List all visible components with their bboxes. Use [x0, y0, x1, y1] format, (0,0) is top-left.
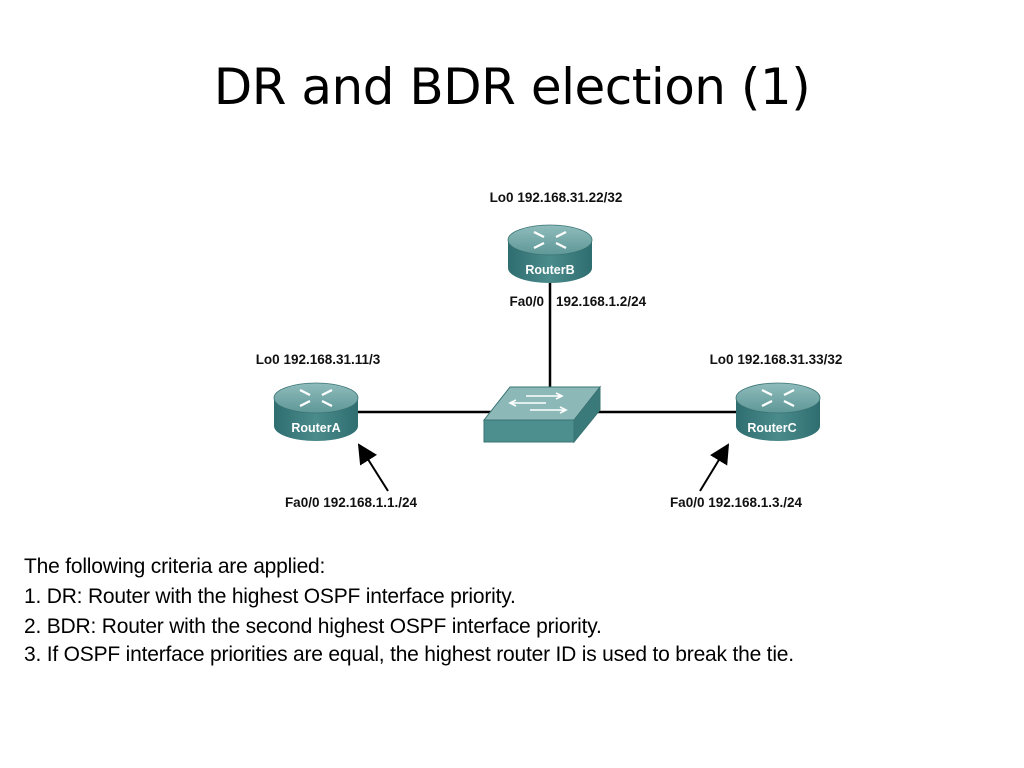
router-b-name: RouterB: [525, 263, 574, 277]
criteria-list: The following criteria are applied: 1. D…: [24, 552, 1014, 670]
router-b-loopback-label: Lo0 192.168.31.22/32: [490, 190, 623, 205]
router-a-fa-arrow: [357, 443, 389, 492]
router-b-fa-interface-label: Fa0/0: [509, 294, 544, 309]
router-c-fa-label: Fa0/0 192.168.1.3./24: [670, 495, 803, 510]
router-a-name: RouterA: [291, 421, 340, 435]
router-a-icon: [273, 382, 359, 441]
criteria-item: 2. BDR: Router with the second highest O…: [24, 615, 602, 638]
router-c-fa-arrow: [699, 443, 730, 492]
router-c-loopback-label: Lo0 192.168.31.33/32: [710, 352, 843, 367]
switch-icon: [482, 385, 602, 444]
criteria-item: 3. If OSPF interface priorities are equa…: [24, 643, 794, 666]
router-a-fa-label: Fa0/0 192.168.1.1./24: [285, 495, 418, 510]
slide-title: DR and BDR election (1): [213, 58, 811, 116]
router-c-name: RouterC: [747, 421, 796, 435]
criteria-intro: The following criteria are applied:: [24, 555, 326, 578]
criteria-item: 1. DR: Router with the highest OSPF inte…: [24, 585, 516, 608]
router-b-fa-ip-label: 192.168.1.2/24: [556, 294, 647, 309]
router-b-icon: [507, 224, 593, 283]
router-a-loopback-label: Lo0 192.168.31.11/3: [256, 352, 381, 367]
router-c-icon: [735, 382, 821, 441]
